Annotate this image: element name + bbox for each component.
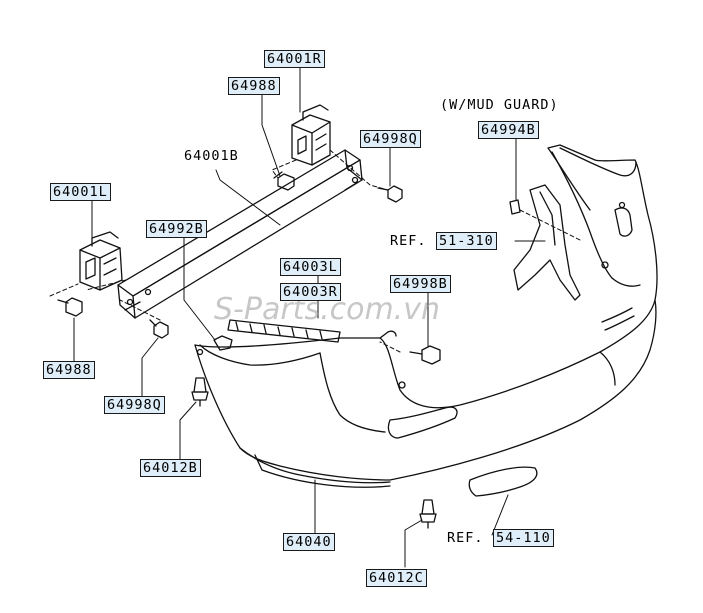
bolt-64998Q-left (149, 319, 169, 339)
label-ref-54-110[interactable]: 54-110 (493, 529, 554, 547)
mud-guard-note: (W/MUD GUARD) (440, 97, 559, 113)
label-64994B[interactable]: 64994B (478, 121, 539, 139)
label-64003R[interactable]: 64003R (280, 283, 341, 301)
bracket-right (291, 104, 331, 166)
mud-guard (513, 184, 581, 301)
label-ref-51-310[interactable]: 51-310 (436, 232, 497, 250)
clip-64992B (213, 335, 233, 351)
bolt-64988-top (273, 171, 295, 191)
label-ref-54-110-prefix: REF. (447, 530, 484, 546)
reflector (468, 466, 538, 497)
label-64988-top[interactable]: 64988 (228, 77, 280, 95)
label-64040[interactable]: 64040 (283, 533, 335, 551)
clip-64012B (191, 377, 209, 407)
label-64001B[interactable]: 64001B (184, 148, 239, 164)
label-64012C[interactable]: 64012C (366, 569, 427, 587)
label-64992B[interactable]: 64992B (146, 220, 207, 238)
label-64988-left[interactable]: 64988 (43, 361, 95, 379)
bolt-64988-left (57, 297, 83, 317)
label-64001L[interactable]: 64001L (50, 183, 111, 201)
nut-64994B (509, 199, 521, 215)
label-64012B[interactable]: 64012B (140, 459, 201, 477)
label-ref-51-310-prefix: REF. (390, 233, 427, 249)
clip-64012C (419, 499, 437, 529)
side-support-strip (227, 319, 341, 343)
label-64998Q-top[interactable]: 64998Q (360, 130, 421, 148)
label-64003L[interactable]: 64003L (280, 258, 341, 276)
bracket-left (79, 231, 123, 291)
alignment-dashes (49, 149, 581, 353)
bolt-64998B (409, 345, 441, 365)
label-64001R[interactable]: 64001R (264, 50, 325, 68)
label-64998B[interactable]: 64998B (390, 275, 451, 293)
bumper-fascia (194, 144, 658, 488)
leader-lines (73, 63, 546, 568)
label-64998Q-left[interactable]: 64998Q (104, 396, 165, 414)
